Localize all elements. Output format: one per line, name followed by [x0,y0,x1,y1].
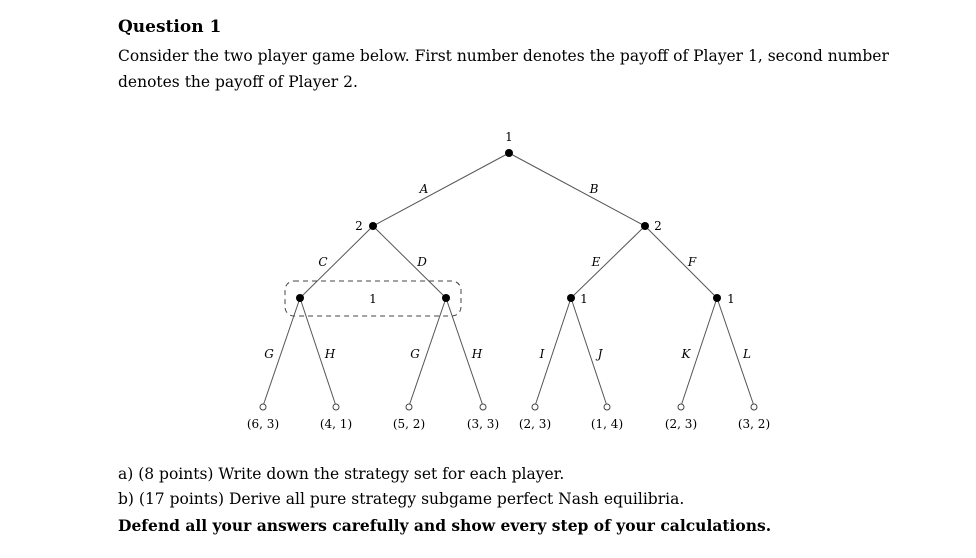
move-label-L: L [742,347,751,361]
edge-L [716,297,755,407]
payoff-label: (6, 3) [247,417,279,431]
edge-G-right [408,297,447,407]
payoff-label: (2, 3) [665,417,697,431]
task-a: a) (8 points) Write down the strategy se… [118,465,565,483]
edge-C [299,225,374,299]
edge-J [570,297,608,407]
edge-E [570,225,646,299]
move-label-A: A [419,182,429,196]
node-after-F [713,294,721,302]
terminal-node [531,403,539,411]
edge-F [644,225,718,299]
edge-B [508,152,646,227]
payoff-label: (5, 2) [393,417,425,431]
question-title: Question 1 [118,17,222,37]
root-node [505,149,513,157]
terminal-node [603,403,611,411]
node-player2-left [369,222,377,230]
terminal-node [332,403,340,411]
move-label-I: I [539,347,545,361]
move-label-C: C [318,255,327,269]
move-label-H-left: H [324,347,336,361]
information-set [284,280,462,317]
edge-A [372,152,510,227]
move-label-J: J [595,347,604,361]
move-label-K: K [681,347,692,361]
terminal-node [479,403,487,411]
payoff-label: (4, 1) [320,417,352,431]
terminal-node [259,403,267,411]
payoff-label: (3, 2) [738,417,770,431]
move-label-H-right: H [471,347,483,361]
infoset-player-label: 1 [369,292,377,306]
move-label-G-left: G [264,347,274,361]
edge-H-left [299,297,337,407]
node-E-player-label: 1 [580,292,588,306]
root-player-label: 1 [505,130,513,144]
task-b: b) (17 points) Derive all pure strategy … [118,490,685,508]
move-label-D: D [416,255,427,269]
terminal-node [405,403,413,411]
edge-K [680,297,718,407]
instructions-footer: Defend all your answers carefully and sh… [118,516,772,535]
node-infoset-left [296,294,304,302]
move-label-E: E [591,255,601,269]
node-player2-right [641,222,649,230]
payoff-label: (1, 4) [591,417,623,431]
move-label-B: B [589,182,599,196]
edge-D [372,225,447,299]
node-F-player-label: 1 [727,292,735,306]
terminal-node [750,403,758,411]
payoff-label: (2, 3) [519,417,551,431]
node-after-E [567,294,575,302]
move-label-F: F [687,255,697,269]
right-player2-label: 2 [654,219,662,233]
payoff-label: (3, 3) [467,417,499,431]
terminal-node [677,403,685,411]
node-infoset-right [442,294,450,302]
edge-I [534,297,572,407]
left-player2-label: 2 [355,219,363,233]
question-intro: Consider the two player game below. Firs… [118,47,889,91]
move-label-G-right: G [410,347,420,361]
